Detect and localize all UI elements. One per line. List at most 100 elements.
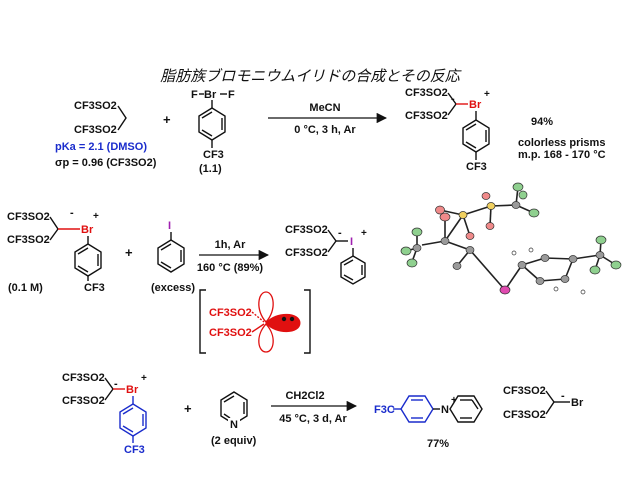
scheme2-bracket-right — [304, 289, 311, 354]
scheme2-reactant1-line2: CF3SO2 — [7, 234, 50, 246]
scheme2-reactant1-minus: - — [70, 207, 74, 219]
scheme1-reactant2-equiv: (1.1) — [199, 163, 222, 175]
scheme2: CF3SO2 CF3SO2 - Br + CF3 (0.1 M) + I (ex… — [7, 207, 367, 354]
scheme2-carbene-p-orbital-top — [258, 291, 274, 323]
scheme3-reactant1-br: Br — [126, 384, 139, 396]
scheme3-product1-n: N — [441, 404, 449, 416]
scheme1-product-line2: CF3SO2 — [405, 110, 448, 122]
scheme3-reagent-top: CH2Cl2 — [285, 390, 324, 402]
scheme2-carbene-p-orbital-bottom — [258, 323, 274, 353]
scheme2-reactant1-ring-double3 — [77, 265, 89, 273]
scheme3-product1-cf3: F3C — [374, 404, 395, 416]
scheme3-reactant1-minus: - — [114, 378, 118, 390]
scheme2-product-benzene — [340, 255, 366, 285]
scheme3-yield: 77% — [427, 438, 449, 450]
scheme1-yield: 94% — [531, 116, 553, 128]
scheme1-reactant2-ring-double1 — [201, 111, 213, 119]
scheme1-reagent-top: MeCN — [309, 102, 340, 114]
scheme2-reactant2-amount: (excess) — [151, 282, 195, 294]
scheme3-reagent-bottom: 45 °C, 3 d, Ar — [279, 413, 347, 425]
scheme3-pyridine-n-mask — [228, 418, 240, 429]
scheme2-reactant1-br: Br — [81, 224, 94, 236]
scheme1-product-line1: CF3SO2 — [405, 87, 448, 99]
scheme1-reactant1-line2: CF3SO2 — [74, 124, 117, 136]
page-title: 脂肪族ブロモニウムイリドの合成とその反応 — [160, 67, 462, 85]
scheme3-product2-minus: - — [561, 390, 565, 402]
crystal-structure-ortep — [400, 182, 622, 295]
scheme1-product-plus: + — [484, 89, 490, 100]
scheme1-product-minus: - — [451, 93, 455, 105]
ortep-atoms — [400, 182, 622, 295]
scheme2-carbene-bond-up — [251, 311, 265, 323]
scheme2-reactant1-conc: (0.1 M) — [8, 282, 43, 294]
scheme2-bracket-left — [199, 289, 206, 354]
scheme2-product-ring-double1 — [343, 259, 354, 266]
scheme2-product-i: I — [350, 236, 353, 248]
scheme3-product2-br: Br — [571, 397, 584, 409]
scheme3-product2-line1: CF3SO2 — [503, 385, 546, 397]
scheme2-reactant2-benzene — [157, 239, 185, 273]
scheme3-pyridine-double1 — [223, 395, 235, 403]
scheme1-reactant1-bond — [117, 105, 127, 131]
scheme3: CF3SO2 CF3SO2 - Br + CF3 + N (2 equiv) C… — [62, 372, 584, 456]
scheme1-reactant1-line1: CF3SO2 — [74, 100, 117, 112]
scheme1-sigma: σp = 0.96 (CF3SO2) — [55, 157, 157, 169]
scheme2-carbene-line2: CF3SO2 — [209, 327, 252, 339]
scheme1-pka: pKa = 2.1 (DMSO) — [55, 141, 147, 153]
scheme1-note-mp: m.p. 168 - 170 °C — [518, 149, 606, 161]
scheme2-product-line2: CF3SO2 — [285, 247, 328, 259]
scheme2-reactant2-i: I — [168, 220, 171, 232]
scheme2-reagent-top: 1h, Ar — [215, 239, 246, 251]
scheme2-reactant1-cf3: CF3 — [84, 282, 105, 294]
scheme3-reactant1-bond — [104, 377, 114, 401]
scheme2-product-line1: CF3SO2 — [285, 224, 328, 236]
scheme3-reactant1-ring-double3 — [122, 425, 134, 433]
scheme1-product-cf3: CF3 — [466, 161, 487, 173]
scheme3-reactant1-line1: CF3SO2 — [62, 372, 105, 384]
scheme3-product1-pyridinium — [449, 395, 483, 423]
scheme2-product-plus: + — [361, 228, 367, 239]
scheme3-pyridine-n: N — [230, 419, 238, 431]
scheme2-product-minus: - — [338, 227, 342, 239]
scheme3-reactant1-ring-double1 — [122, 407, 134, 415]
scheme1-reactant2-f2: F — [228, 89, 235, 101]
scheme3-reactant1-plus: + — [141, 373, 147, 384]
scheme1-product-br: Br — [469, 99, 482, 111]
scheme3-reactant1-cf3: CF3 — [124, 444, 145, 456]
scheme2-reactant1-ring-double1 — [77, 247, 89, 255]
scheme2-plus: + — [125, 245, 133, 260]
scheme2-carbene-electron-2 — [289, 316, 295, 322]
scheme2-carbene-line1: CF3SO2 — [209, 307, 252, 319]
scheme2-carbene-bond-down — [251, 323, 265, 333]
ortep-bonds — [405, 186, 617, 291]
scheme2-reactant2-ring-double3 — [160, 261, 172, 269]
scheme1-reactant2-f1: F — [191, 89, 198, 101]
scheme2-carbene-electron-1 — [281, 316, 287, 322]
scheme3-plus: + — [184, 401, 192, 416]
scheme3-reactant2-amount: (2 equiv) — [211, 435, 257, 447]
scheme3-product1-pyridinium-double3 — [471, 399, 479, 410]
scheme2-product-bond — [327, 229, 337, 253]
scheme3-product1-plus: + — [451, 395, 457, 406]
scheme2-reactant1-plus: + — [93, 211, 99, 222]
scheme1-plus: + — [163, 112, 171, 127]
scheme1-reactant2-cf3: CF3 — [203, 149, 224, 161]
scheme1-reagent-bottom: 0 °C, 3 h, Ar — [294, 124, 356, 136]
scheme1-reactant2-ring-double3 — [201, 129, 213, 137]
scheme1: CF3SO2 CF3SO2 pKa = 2.1 (DMSO) σp = 0.96… — [55, 87, 606, 175]
scheme2-reactant2-ring-double1 — [160, 243, 172, 251]
scheme2-reactant1-line1: CF3SO2 — [7, 211, 50, 223]
scheme1-product-ring-double1 — [465, 123, 477, 131]
scheme1-reactant2-br: Br — [204, 89, 217, 101]
scheme3-product2-bond — [545, 390, 555, 415]
scheme1-product-ring-double3 — [465, 141, 477, 149]
scheme3-reactant1-line2: CF3SO2 — [62, 395, 105, 407]
scheme2-reactant1-bond — [49, 216, 59, 241]
scheme3-pyridine-double3 — [223, 413, 231, 419]
scheme3-product2-line2: CF3SO2 — [503, 409, 546, 421]
scheme2-reagent-bottom: 160 °C (89%) — [197, 262, 263, 274]
scheme1-note-colorless: colorless prisms — [518, 137, 605, 149]
scheme2-product-ring-double3 — [343, 274, 354, 281]
scheme2-carbene-sp2-lobe — [265, 313, 301, 333]
